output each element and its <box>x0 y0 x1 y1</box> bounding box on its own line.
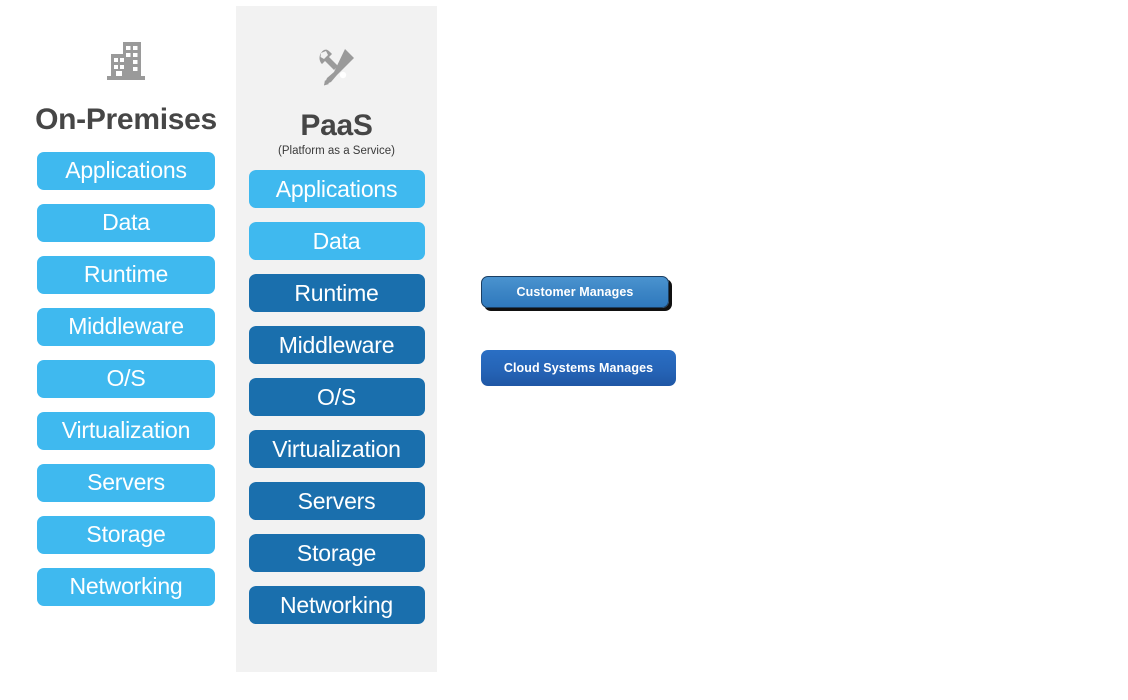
layer-servers: Servers <box>37 463 215 502</box>
layer-runtime: Runtime <box>37 255 215 294</box>
layer-middleware: Middleware <box>37 307 215 346</box>
column-paas: PaaS (Platform as a Service) Application… <box>236 6 437 672</box>
layer-networking: Networking <box>248 586 425 625</box>
layer-virtualization: Virtualization <box>37 411 215 450</box>
layer-networking: Networking <box>37 567 215 606</box>
layer-applications: Applications <box>248 170 425 209</box>
layer-middleware: Middleware <box>248 326 425 365</box>
layer-runtime: Runtime <box>248 274 425 313</box>
layer-applications: Applications <box>37 151 215 190</box>
layer-virtualization: Virtualization <box>248 430 425 469</box>
layer-servers: Servers <box>248 482 425 521</box>
layer-o-s: O/S <box>248 378 425 417</box>
building-icon <box>24 30 228 92</box>
column-subtitle: (Platform as a Service) <box>278 144 395 157</box>
layer-data: Data <box>37 203 215 242</box>
layer-storage: Storage <box>248 534 425 573</box>
column-title: PaaS <box>300 109 373 142</box>
layer-o-s: O/S <box>37 359 215 398</box>
column-header-on-premises: On-Premises <box>24 0 228 136</box>
layer-data: Data <box>248 222 425 261</box>
legend-item-customer-manages: Customer Manages <box>481 276 669 308</box>
legend-item-cloud-systems-manages: Cloud Systems Manages <box>481 350 676 386</box>
legend: Customer Manages Cloud Systems Manages <box>481 276 741 386</box>
column-title: On-Premises <box>35 103 217 136</box>
column-header-paas: PaaS (Platform as a Service) <box>236 6 437 157</box>
tools-icon <box>236 36 437 98</box>
layer-storage: Storage <box>37 515 215 554</box>
